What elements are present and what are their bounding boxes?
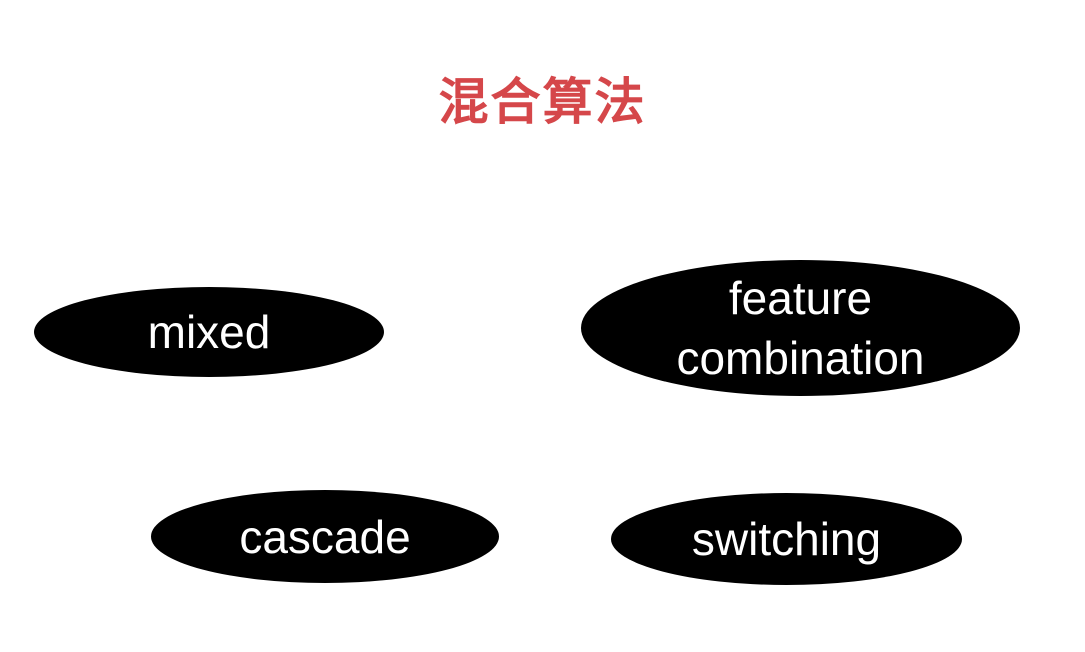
node-switching-label: switching	[691, 513, 882, 565]
node-cascade-label: cascade	[239, 510, 411, 563]
node-mixed: mixed	[34, 287, 384, 377]
node-switching: switching	[611, 493, 962, 585]
node-cascade: cascade	[151, 490, 499, 583]
node-feature-combination: feature combination	[581, 260, 1020, 396]
node-mixed-label: mixed	[147, 306, 271, 358]
node-feature-combination-label: feature combination	[676, 272, 925, 384]
slide-title: 混合算法	[438, 73, 647, 131]
